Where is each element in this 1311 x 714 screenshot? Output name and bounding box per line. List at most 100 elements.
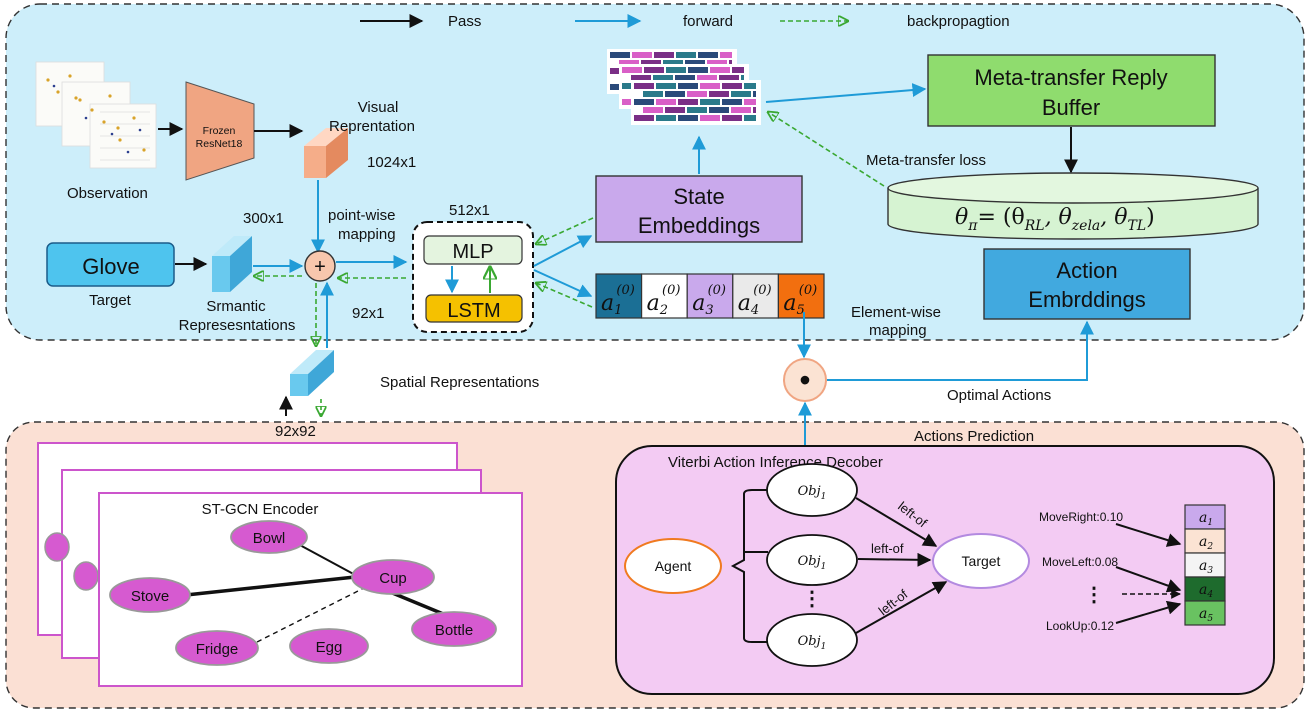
semantic-label-1: Srmantic [206, 298, 266, 315]
optimal-actions-arrow [827, 320, 1094, 381]
matrix-cell [643, 107, 663, 113]
matrix-cell [731, 91, 751, 97]
matrix-cell [729, 60, 732, 66]
mlp-box [423, 235, 523, 265]
rel-label-2: left-of [871, 541, 904, 556]
stgcn-title: ST-GCN Encoder [202, 501, 319, 518]
matrix-cell [687, 107, 707, 113]
matrix-cell [687, 91, 707, 97]
mlp-to-actions-arrow [533, 269, 593, 298]
move-label-1: MoveRight:0.10 [1039, 510, 1123, 524]
matrix-cell [656, 83, 676, 89]
matrix-cell [644, 67, 664, 73]
mlp-label: MLP [452, 241, 493, 263]
action-vec-label-4: a4(0) [738, 283, 772, 318]
action-vec-cell-1 [595, 273, 643, 319]
elementwise-dot-node [783, 358, 827, 402]
obj2-to-target-arrow [857, 552, 932, 567]
theta-formula: θπ= (θRL, θzela, θTL) [955, 205, 1155, 234]
action-vec-cell-5 [777, 273, 825, 319]
matrix-cell [656, 99, 676, 105]
pointwise-label-1: point-wise [328, 207, 396, 224]
matrix-cell [622, 67, 642, 73]
legend: Pass forward backpropagtion [360, 13, 1010, 30]
obj-node-3-label: Obj1 [798, 634, 827, 652]
visual-label-2: Reprentation [329, 118, 415, 135]
lstm-label: LSTM [447, 300, 500, 322]
visual-representation-block [304, 128, 348, 178]
legend-forward: forward [683, 13, 733, 30]
visual-dim: 1024x1 [367, 154, 416, 171]
pointwise-plus-node [304, 250, 336, 282]
matrix-cell [744, 83, 756, 89]
initial-action-vector: a1(0)a2(0)a3(0)a4(0)a5(0) [595, 273, 825, 319]
obj-node-2 [766, 534, 858, 586]
matrix-cell [685, 60, 705, 66]
action-vec-label-2: a2(0) [647, 283, 681, 318]
obj-dots: ⋮ [802, 588, 822, 610]
node-cup [351, 559, 435, 595]
spatial-label: Spatial Representations [380, 374, 539, 391]
obj-node-1 [766, 463, 858, 517]
matrix-cell [678, 115, 698, 121]
matrix-cell [697, 75, 717, 81]
policy-parameters-cylinder [887, 172, 1259, 240]
state-embeddings-box [595, 175, 803, 243]
pred-action-cell-2 [1184, 528, 1226, 554]
obj-node-3 [766, 613, 858, 667]
resnet-label-2: ResNet18 [196, 138, 243, 150]
matrix-cell [678, 99, 698, 105]
action-vec-label-5: a5(0) [783, 283, 817, 318]
matrix-cell [632, 52, 652, 58]
matrix-cell [643, 91, 663, 97]
node-egg-label: Egg [316, 639, 343, 656]
node-bowl [230, 520, 308, 554]
matrix-cell [675, 75, 695, 81]
matrix-cell [753, 107, 756, 113]
observation-images [35, 61, 157, 169]
matrix-to-buffer-arrow [765, 83, 927, 103]
visual-label-1: Visual [358, 99, 399, 116]
node-cup-label: Cup [379, 570, 407, 587]
resnet-block [185, 81, 255, 181]
action-vec-cell-2 [640, 273, 688, 319]
node-fridge [175, 630, 259, 666]
legend-pass: Pass [448, 13, 481, 30]
moveleft-arrow [1115, 566, 1182, 593]
semantic-label-2: Represesntations [179, 317, 296, 334]
state-label-2: Embeddings [638, 213, 760, 238]
observation-label: Observation [67, 185, 148, 202]
matrix-cell [631, 75, 651, 81]
action-vec-label-3: a3(0) [692, 283, 726, 318]
matrix-cell [665, 107, 685, 113]
stgcn-peek-node-2 [73, 561, 99, 591]
node-egg [289, 628, 369, 664]
elementwise-label-1: Element-wise [851, 304, 941, 321]
node-bottle [411, 611, 497, 647]
obj1-to-target-arrow [855, 497, 938, 547]
matrix-cell [732, 67, 744, 73]
matrix-cell [654, 52, 674, 58]
agent-node [624, 538, 722, 594]
matrix-cell [676, 52, 696, 58]
matrix-cell [722, 83, 742, 89]
stgcn-nodes: Bowl Cup Stove Bottle Fridge Egg [109, 520, 497, 666]
node-bowl-label: Bowl [253, 530, 286, 547]
pred-action-label-5: a5 [1199, 606, 1213, 624]
loss-to-matrix-backprop [768, 112, 885, 187]
matrix-cell [656, 115, 676, 121]
spatial-representation-block [290, 350, 334, 396]
state-to-mlp-backprop [536, 217, 594, 244]
matrix-cell [741, 75, 744, 81]
matrix-cell [665, 91, 685, 97]
matrix-cell [700, 83, 720, 89]
viterbi-title: Viterbi Action Inference Decober [668, 454, 883, 471]
matrix-cell [634, 83, 654, 89]
action-embeddings-box [983, 248, 1191, 320]
state-label-1: State [673, 184, 724, 209]
matrix-cell [634, 99, 654, 105]
optimal-actions-label: Optimal Actions [947, 387, 1051, 404]
pointwise-label-2: mapping [338, 226, 396, 243]
lstm-box [425, 294, 523, 323]
